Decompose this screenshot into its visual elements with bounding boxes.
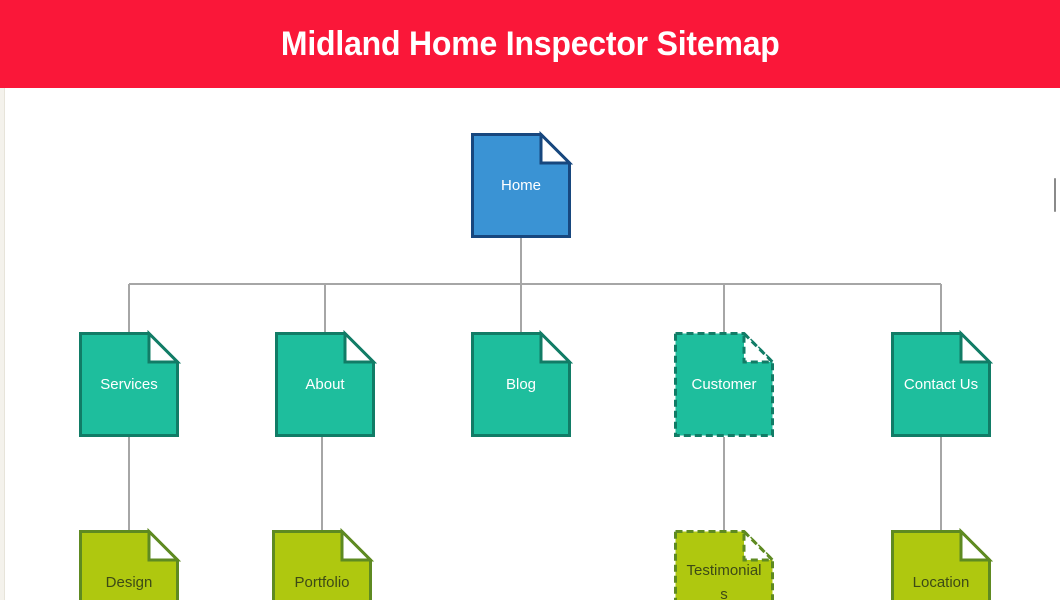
- node-design[interactable]: Design: [79, 527, 182, 600]
- node-contact-us[interactable]: Contact Us: [891, 329, 994, 437]
- node-shape-portfolio: [272, 527, 375, 600]
- node-testimonials[interactable]: Testimonials: [674, 527, 777, 600]
- vertical-scrollbar[interactable]: [1048, 88, 1060, 600]
- page-title: Midland Home Inspector Sitemap: [280, 25, 780, 63]
- node-about[interactable]: About: [275, 329, 378, 437]
- node-customer[interactable]: Customer: [674, 329, 777, 437]
- node-shape-testimonials: [674, 527, 777, 600]
- node-location[interactable]: Location: [891, 527, 994, 600]
- page-header: Midland Home Inspector Sitemap: [0, 0, 1060, 88]
- node-services[interactable]: Services: [79, 329, 182, 437]
- node-shape-services: [79, 329, 182, 437]
- node-home[interactable]: Home: [471, 130, 574, 238]
- node-shape-design: [79, 527, 182, 600]
- node-portfolio[interactable]: Portfolio: [272, 527, 375, 600]
- node-shape-customer: [674, 329, 777, 437]
- node-blog[interactable]: Blog: [471, 329, 574, 437]
- node-shape-location: [891, 527, 994, 600]
- node-shape-about: [275, 329, 378, 437]
- canvas-left-edge: [0, 88, 5, 600]
- node-shape-blog: [471, 329, 574, 437]
- node-shape-contact-us: [891, 329, 994, 437]
- scrollbar-thumb[interactable]: [1054, 178, 1056, 212]
- node-shape-home: [471, 130, 574, 238]
